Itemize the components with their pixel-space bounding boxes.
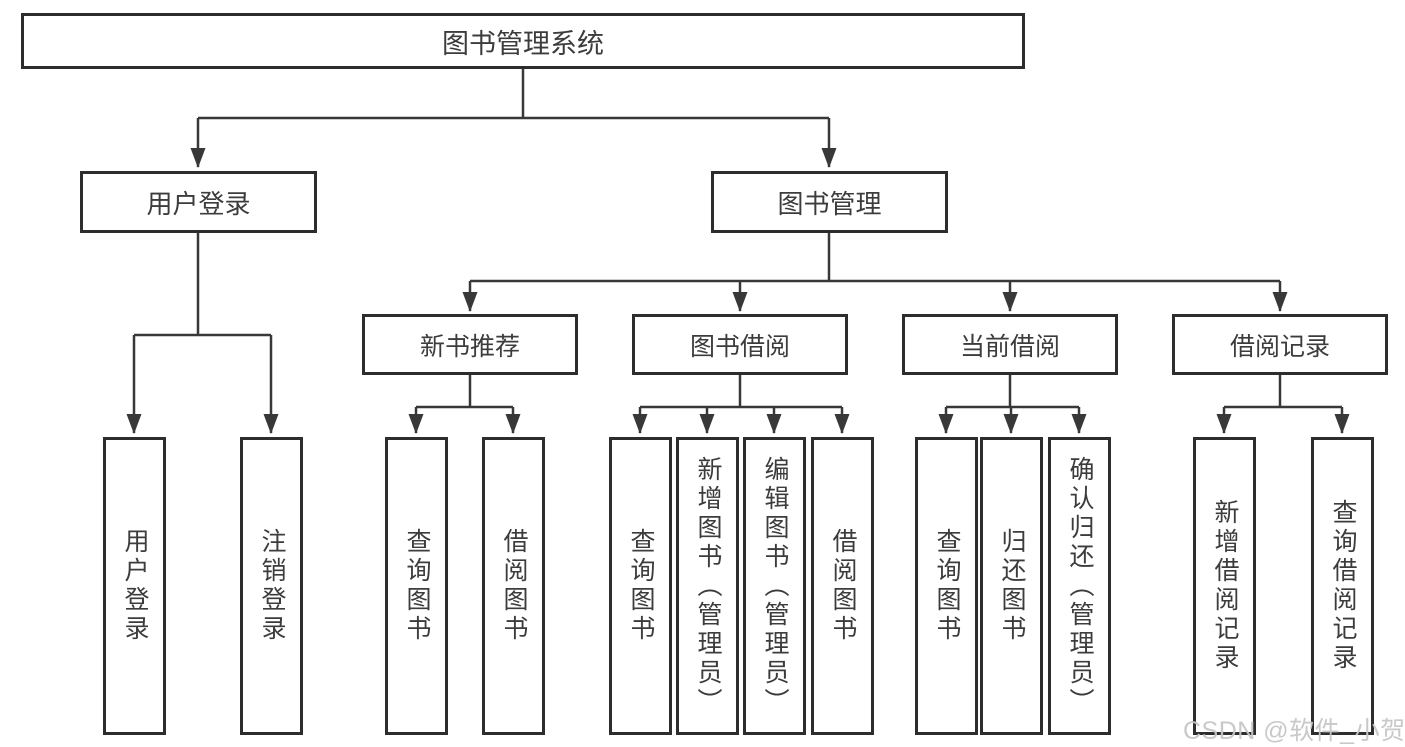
leaf-label: 用户登录	[121, 528, 149, 644]
leaf-label: 编辑图书（管理员）	[761, 455, 789, 717]
connector-book-borrow-to-leaves	[632, 375, 850, 434]
connector-root-to-level2	[190, 69, 837, 168]
node-borrowing-records: 借阅记录	[1172, 314, 1388, 375]
leaf-borrow-books-2: 借阅图书	[811, 437, 874, 735]
leaf-query-books-2: 查询图书	[609, 437, 672, 735]
leaf-return-books: 归还图书	[980, 437, 1043, 735]
leaf-query-borrow-record: 查询借阅记录	[1311, 437, 1374, 735]
connector-new-book-rec-to-leaves	[408, 375, 521, 434]
leaf-label: 查询图书	[627, 528, 655, 644]
connector-borrow-record-to-leaves	[1216, 375, 1350, 434]
leaf-label: 确认归还（管理员）	[1066, 455, 1094, 717]
connector-user-login-to-leaves	[126, 233, 279, 434]
node-label: 图书借阅	[689, 332, 790, 361]
leaf-user-login: 用户登录	[103, 437, 166, 735]
connector-current-borrow-to-leaves	[938, 375, 1087, 434]
leaf-confirm-return-admin: 确认归还（管理员）	[1048, 437, 1111, 735]
leaf-query-books-1: 查询图书	[385, 437, 448, 735]
leaf-borrow-books-1: 借阅图书	[482, 437, 545, 735]
leaf-label: 归还图书	[998, 528, 1026, 644]
node-label: 图书管理	[777, 188, 882, 219]
node-book-borrowing: 图书借阅	[632, 314, 848, 375]
leaf-label: 借阅图书	[829, 528, 857, 644]
node-label: 当前借阅	[959, 332, 1060, 361]
node-user-login: 用户登录	[80, 171, 317, 233]
leaf-query-books-3: 查询图书	[915, 437, 978, 735]
node-book-management: 图书管理	[711, 171, 948, 233]
leaf-logout: 注销登录	[240, 437, 303, 735]
leaf-label: 查询借阅记录	[1329, 499, 1357, 673]
leaf-add-books-admin: 新增图书（管理员）	[676, 437, 739, 735]
leaf-label: 借阅图书	[500, 528, 528, 644]
leaf-edit-books-admin: 编辑图书（管理员）	[743, 437, 806, 735]
leaf-label: 注销登录	[258, 528, 286, 644]
leaf-add-borrow-record: 新增借阅记录	[1193, 437, 1256, 735]
leaf-label: 查询图书	[403, 528, 431, 644]
leaf-label: 查询图书	[933, 528, 961, 644]
node-label: 借阅记录	[1229, 332, 1330, 361]
node-label: 新书推荐	[419, 332, 520, 361]
connector-book-mgmt-to-level3	[462, 233, 1288, 312]
node-label: 用户登录	[146, 188, 251, 219]
leaf-label: 新增借阅记录	[1211, 499, 1239, 673]
node-current-borrowing: 当前借阅	[902, 314, 1118, 375]
leaf-label: 新增图书（管理员）	[694, 455, 722, 717]
node-label: 图书管理系统	[442, 28, 604, 59]
node-root-library-system: 图书管理系统	[21, 13, 1025, 69]
node-new-book-recommend: 新书推荐	[362, 314, 578, 375]
